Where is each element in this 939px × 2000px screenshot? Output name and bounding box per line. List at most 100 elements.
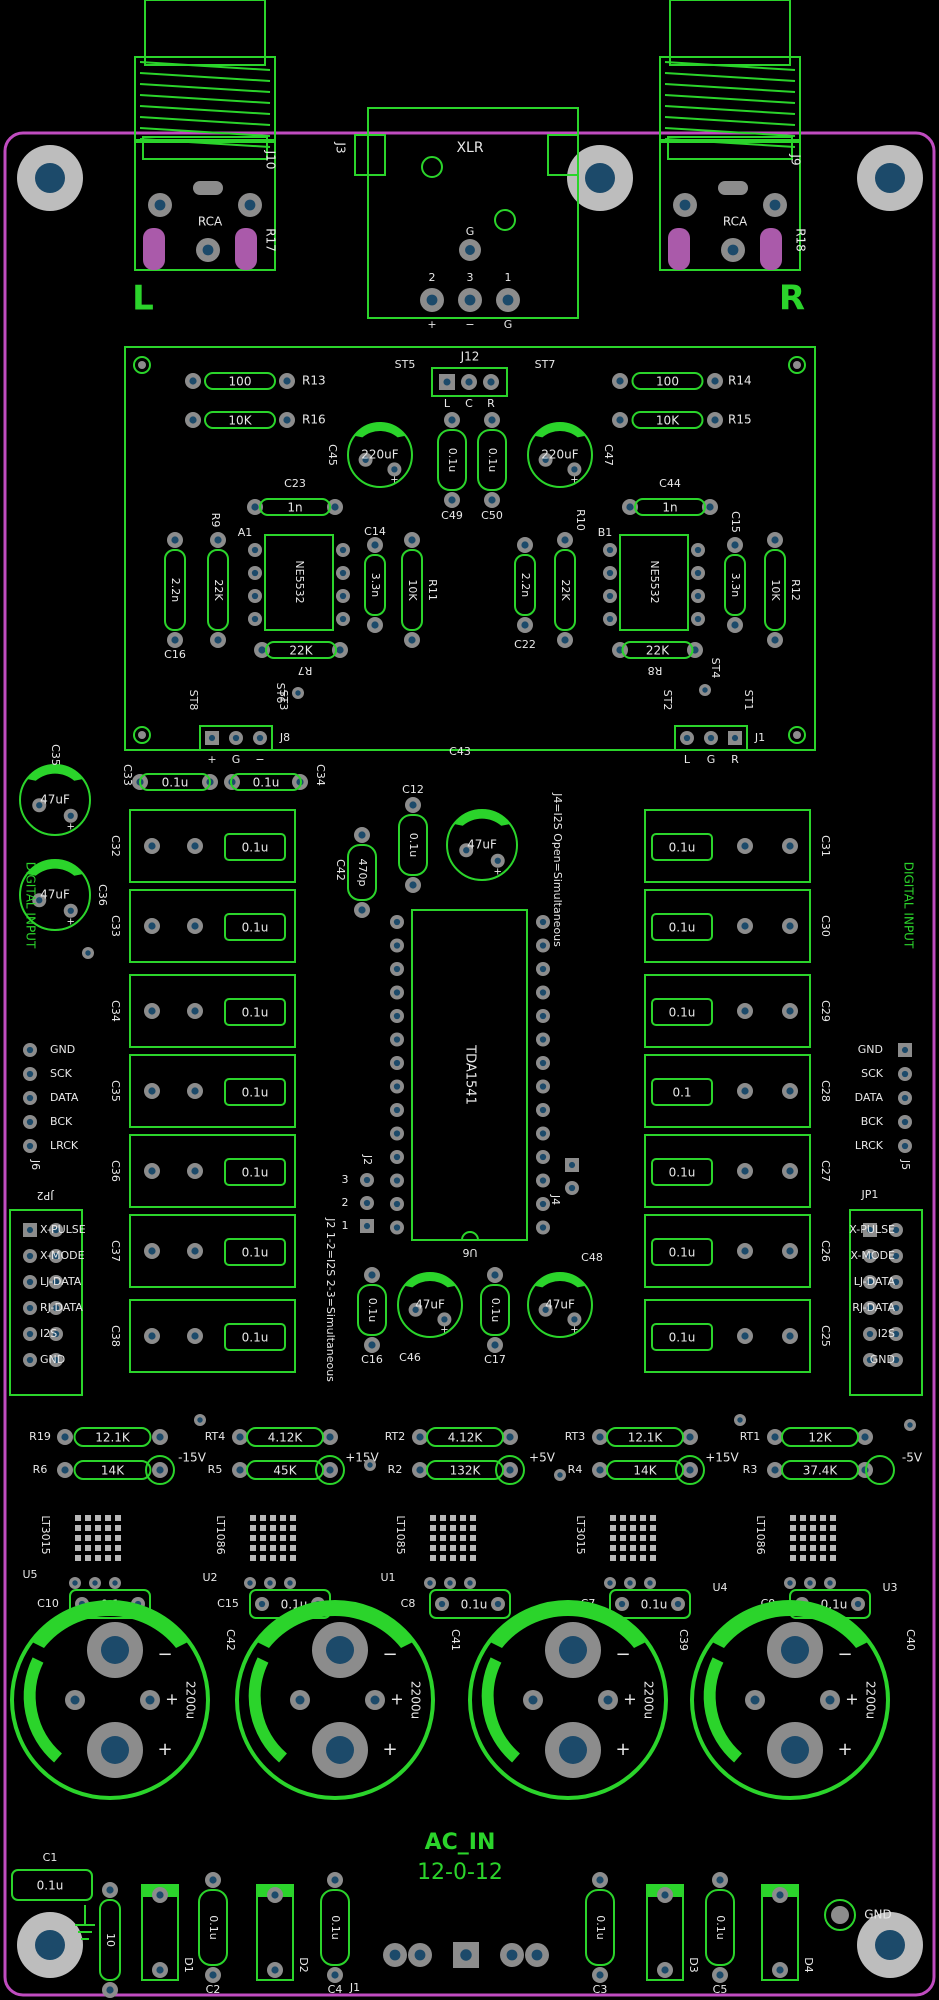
j1-label: J1 bbox=[754, 731, 765, 744]
a1-label: A1 bbox=[238, 526, 253, 539]
gnd-test-point bbox=[824, 1899, 856, 1931]
st2-label: ST2 bbox=[661, 690, 674, 711]
reg-2-thermal-40 bbox=[430, 1555, 436, 1561]
reg-0-pin-c-hole bbox=[112, 1580, 118, 1586]
c45-pad-minus-hole bbox=[362, 456, 369, 463]
c47-polarity-band bbox=[534, 423, 586, 438]
rca-left-nut bbox=[134, 56, 276, 143]
j2-note: J2 1-2=I2S 2-3=Simultaneous bbox=[324, 1217, 337, 1382]
c23-label: C23 bbox=[284, 477, 306, 490]
r6-value: 14K bbox=[101, 1464, 125, 1478]
reg-0-thermal-32 bbox=[95, 1545, 101, 1551]
reg-3-thermal-14 bbox=[650, 1525, 656, 1531]
c17-body bbox=[480, 1284, 510, 1336]
c42-value: 470p bbox=[356, 859, 369, 887]
reg-3-thermal-31 bbox=[620, 1545, 626, 1551]
r2-value: 132K bbox=[450, 1464, 482, 1478]
reg-4-thermal-10 bbox=[790, 1525, 796, 1531]
c22-value: 2.2n bbox=[519, 573, 532, 597]
reg-3-thermal-01 bbox=[620, 1515, 626, 1521]
c42-body bbox=[347, 844, 377, 901]
cap-strip-left-3-box bbox=[129, 1054, 296, 1128]
reg-2-thermal-01 bbox=[440, 1515, 446, 1521]
reg-1-thermal-03 bbox=[280, 1515, 286, 1521]
j2-pin-2-hole bbox=[363, 1199, 371, 1207]
reg-4-pin-c-hole bbox=[827, 1580, 833, 1586]
cap-strip-right-pad-a-1-hole bbox=[741, 922, 749, 930]
r14-body bbox=[631, 372, 704, 390]
c-bulk-3-pad-left-hole bbox=[528, 1695, 538, 1705]
c16b-label: C16 bbox=[361, 1353, 383, 1366]
j6-label: J6 bbox=[29, 1159, 42, 1170]
jp2-box bbox=[9, 1209, 83, 1396]
mounting-hole-center-4 bbox=[35, 1930, 65, 1960]
din-right-label-1: SCK bbox=[861, 1067, 884, 1080]
r12-pad-a-hole bbox=[771, 536, 779, 544]
r10-pad-b-hole bbox=[561, 636, 569, 644]
st3-label: ST3 bbox=[277, 690, 290, 711]
din-left-label-4: LRCK bbox=[50, 1139, 79, 1152]
rca-left-thread bbox=[139, 105, 271, 115]
c-bulk-4-band-left bbox=[703, 1657, 743, 1763]
c-bulk-1-pad-left-hole bbox=[70, 1695, 80, 1705]
c43-label: C43 bbox=[449, 745, 471, 758]
cap-strip-left-2-cap bbox=[224, 998, 286, 1026]
cap-strip-right-pad-b-3-hole bbox=[786, 1087, 794, 1095]
c-bulk-3-plus-2: + bbox=[623, 1690, 636, 1709]
r2-pad-b-hole bbox=[506, 1466, 514, 1474]
rca-left-thread bbox=[139, 72, 271, 82]
reg-1-thermal-13 bbox=[280, 1525, 286, 1531]
c-bulk-1-plus-2: + bbox=[165, 1690, 178, 1709]
d2-label: D2 bbox=[297, 1957, 310, 1972]
cap-strip-right-box-0 bbox=[644, 809, 811, 883]
r7-label: R7 bbox=[298, 664, 313, 677]
r15-body bbox=[631, 411, 704, 429]
reg-3-thermal-13 bbox=[640, 1525, 646, 1531]
cap-strip-left-5-pad-a-hole bbox=[148, 1247, 156, 1255]
j2-pin-1-hole bbox=[363, 1222, 371, 1230]
c46-value: 47uF bbox=[545, 1298, 575, 1312]
c47-value: 220uF bbox=[541, 448, 579, 462]
mounting-hole-center-1 bbox=[35, 163, 65, 193]
cap-strip-left-label-4: C36 bbox=[109, 1160, 122, 1182]
reg-2-thermal-32 bbox=[450, 1545, 456, 1551]
jp1-label-2: LJ-DATA bbox=[854, 1275, 896, 1288]
reg-4-thermal-42 bbox=[810, 1555, 816, 1561]
d1-pad-b-hole bbox=[156, 1966, 164, 1974]
cap-strip-right-pad-b-0-hole bbox=[786, 842, 794, 850]
u1-label: U1 bbox=[380, 1571, 395, 1584]
j1-pin-2-hole bbox=[707, 734, 715, 742]
c15-value: 3.3n bbox=[729, 573, 742, 597]
c-bulk-4-outline bbox=[690, 1600, 890, 1800]
c-bulk-2-hole-top bbox=[326, 1636, 354, 1664]
reg-3-label: LT3015 bbox=[574, 1515, 587, 1554]
cap-strip-right-cap-2 bbox=[651, 998, 713, 1026]
reg-1-thermal-32 bbox=[270, 1545, 276, 1551]
reg-3-thermal-11 bbox=[620, 1525, 626, 1531]
rt1-pad-a-hole bbox=[771, 1433, 779, 1441]
rt4-pad-b-hole bbox=[326, 1433, 334, 1441]
reg-0-thermal-02 bbox=[95, 1515, 101, 1521]
jp1-pin-30-hole bbox=[866, 1304, 874, 1312]
tda-pin-l8-hole bbox=[393, 1106, 401, 1114]
c-bulk-1-minus: − bbox=[157, 1644, 172, 1665]
cap-strip-right-value-4: 0.1u bbox=[669, 1166, 696, 1180]
c46-plus: + bbox=[570, 1324, 578, 1335]
rca-right-thread bbox=[664, 116, 796, 126]
reg-1-label: LT1086 bbox=[214, 1515, 227, 1554]
r19-pad-a-hole bbox=[61, 1433, 69, 1441]
c16-pad-b-hole bbox=[171, 636, 179, 644]
c12-pad-b-hole bbox=[409, 881, 417, 889]
st4-label: ST4 bbox=[709, 658, 722, 679]
c45-outline bbox=[347, 422, 413, 488]
xlr-plus: + bbox=[427, 318, 436, 331]
reg-0-pin-a-hole bbox=[72, 1580, 78, 1586]
rca-left-barrel bbox=[144, 0, 266, 66]
tda-pin-l3-hole bbox=[393, 989, 401, 996]
din-right-pin-1-hole bbox=[901, 1070, 909, 1078]
reg-2-thermal-12 bbox=[450, 1525, 456, 1531]
c22-label: C22 bbox=[514, 638, 536, 651]
cap-strip-left-6-pad-b-hole bbox=[191, 1332, 199, 1340]
c35-pad-minus-hole bbox=[36, 802, 43, 809]
tda-pin-l0-hole bbox=[393, 918, 401, 926]
